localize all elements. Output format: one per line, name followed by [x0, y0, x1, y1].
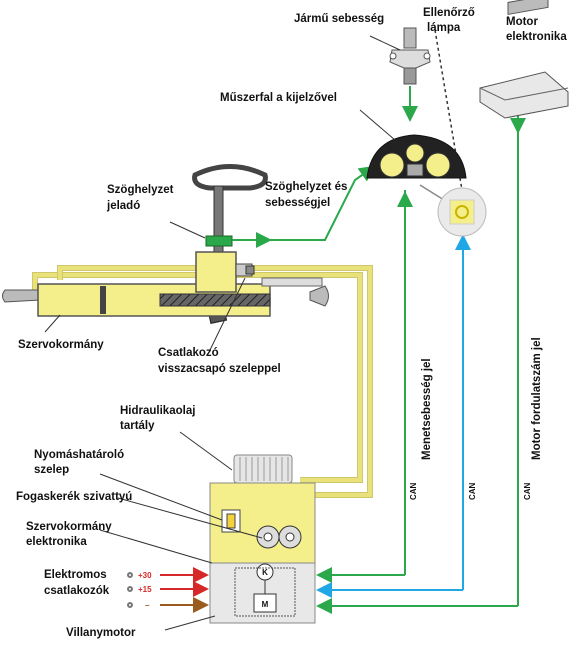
motor-k-label: K [262, 568, 268, 577]
label-oil-tank-1: Hidraulikaolaj [120, 405, 195, 417]
pin-15-label: +15 [138, 585, 152, 594]
pin-minus-label: – [145, 601, 150, 610]
cyan-can-line [316, 234, 471, 598]
label-dashboard: Műszerfal a kijelzővel [220, 92, 337, 104]
angle-sensor-block [205, 235, 233, 247]
green-signal-lines [232, 86, 526, 614]
label-connectors-1: Elektromos [44, 569, 107, 581]
label-valve-1: Csatlakozó [158, 347, 219, 359]
label-rpm-signal: Motor fordulatszám jel [531, 337, 543, 460]
label-angle-speed-signal-2: sebességjel [265, 197, 330, 209]
pump-unit [209, 454, 316, 624]
can-label-1: CAN [409, 482, 418, 500]
label-check-lamp-2: lámpa [427, 22, 461, 34]
label-pressure-valve-2: szelep [34, 464, 69, 476]
speed-sensor-icon [389, 27, 431, 85]
can-label-3: CAN [523, 482, 532, 500]
label-connectors-2: csatlakozók [44, 585, 110, 597]
steering-rack [2, 251, 329, 317]
label-electric-motor: Villanymotor [66, 627, 136, 639]
can-label-2: CAN [468, 482, 477, 500]
label-speed-signal: Menetsebesség jel [421, 358, 433, 460]
label-motor-electronics-2: elektronika [506, 31, 567, 43]
pin-30-label: +30 [138, 571, 152, 580]
check-lamp-icon [437, 187, 487, 237]
connector-arrows [127, 567, 209, 613]
label-ps-electronics-2: elektronika [26, 536, 87, 548]
label-check-lamp-1: Ellenőrző [423, 7, 475, 19]
label-angle-speed-signal-1: Szöghelyzet és [265, 181, 347, 193]
leader-lines [44, 35, 401, 631]
label-valve-2: visszacsapó szeleppel [158, 363, 281, 375]
label-ps-electronics-1: Szervokormány [26, 521, 112, 533]
label-gear-pump: Fogaskerék szivattyú [16, 491, 132, 503]
engine-ecu-icon [479, 0, 569, 119]
label-power-steering: Szervokormány [18, 339, 104, 351]
label-oil-tank-2: tartály [120, 420, 155, 432]
label-vehicle-speed: Jármű sebesség [294, 13, 384, 25]
label-angle-sensor-2: jeladó [106, 200, 140, 212]
motor-m-label: M [262, 600, 269, 609]
label-motor-electronics-1: Motor [506, 16, 538, 28]
label-pressure-valve-1: Nyomáshatároló [34, 449, 124, 461]
dashboard-icon [366, 134, 467, 206]
label-angle-sensor-1: Szöghelyzet [107, 184, 174, 196]
